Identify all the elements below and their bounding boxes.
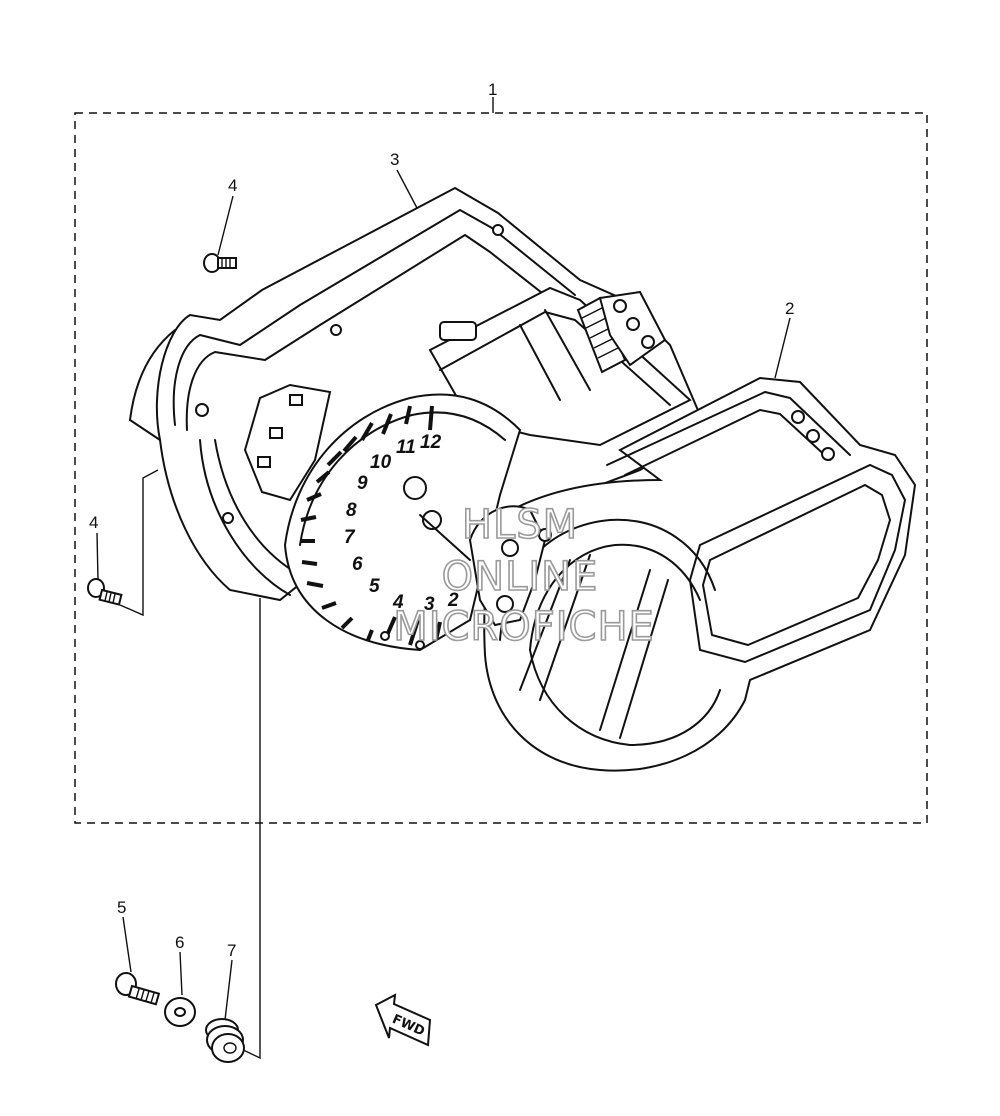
part-5-bolt [115,972,161,1006]
tach-number-10: 10 [370,452,392,473]
callout-7: 7 [227,941,236,960]
part-2-meter-bezel [468,376,917,772]
callout-2: 2 [785,299,794,318]
part-4-screw-lower [87,578,123,606]
tach-number-12: 12 [420,432,442,453]
watermark: HLSM ONLINE MICROFICHE [392,501,655,651]
part-7-grommet [205,1018,245,1063]
callout-labels: 1 2 3 4 4 5 6 7 [89,80,794,960]
tach-number-11: 11 [396,437,416,458]
tachometer-dial: 2 3 4 5 6 7 8 9 10 11 12 [283,393,522,652]
assembly-boundary [74,112,928,824]
watermark-line-1: HLSM [462,502,578,548]
watermark-line-2: ONLINE [442,554,599,600]
tach-number-3: 3 [424,594,435,615]
part-4-screw-upper [203,253,237,273]
tach-number-7: 7 [344,527,356,548]
fwd-direction-arrow: FWD [374,993,432,1047]
callout-3: 3 [390,150,399,169]
tach-number-4: 4 [392,592,404,613]
callout-5: 5 [117,898,126,917]
tach-number-6: 6 [352,554,363,575]
tach-number-5: 5 [369,576,380,597]
part-6-washer [164,997,196,1027]
tach-number-8: 8 [346,500,357,521]
callout-4-lower: 4 [89,513,98,532]
callout-6: 6 [175,933,184,952]
callout-1: 1 [488,80,497,99]
tach-number-9: 9 [357,473,368,494]
tach-number-2: 2 [447,590,459,611]
watermark-line-3: MICROFICHE [393,604,655,650]
callout-4-upper: 4 [228,176,237,195]
